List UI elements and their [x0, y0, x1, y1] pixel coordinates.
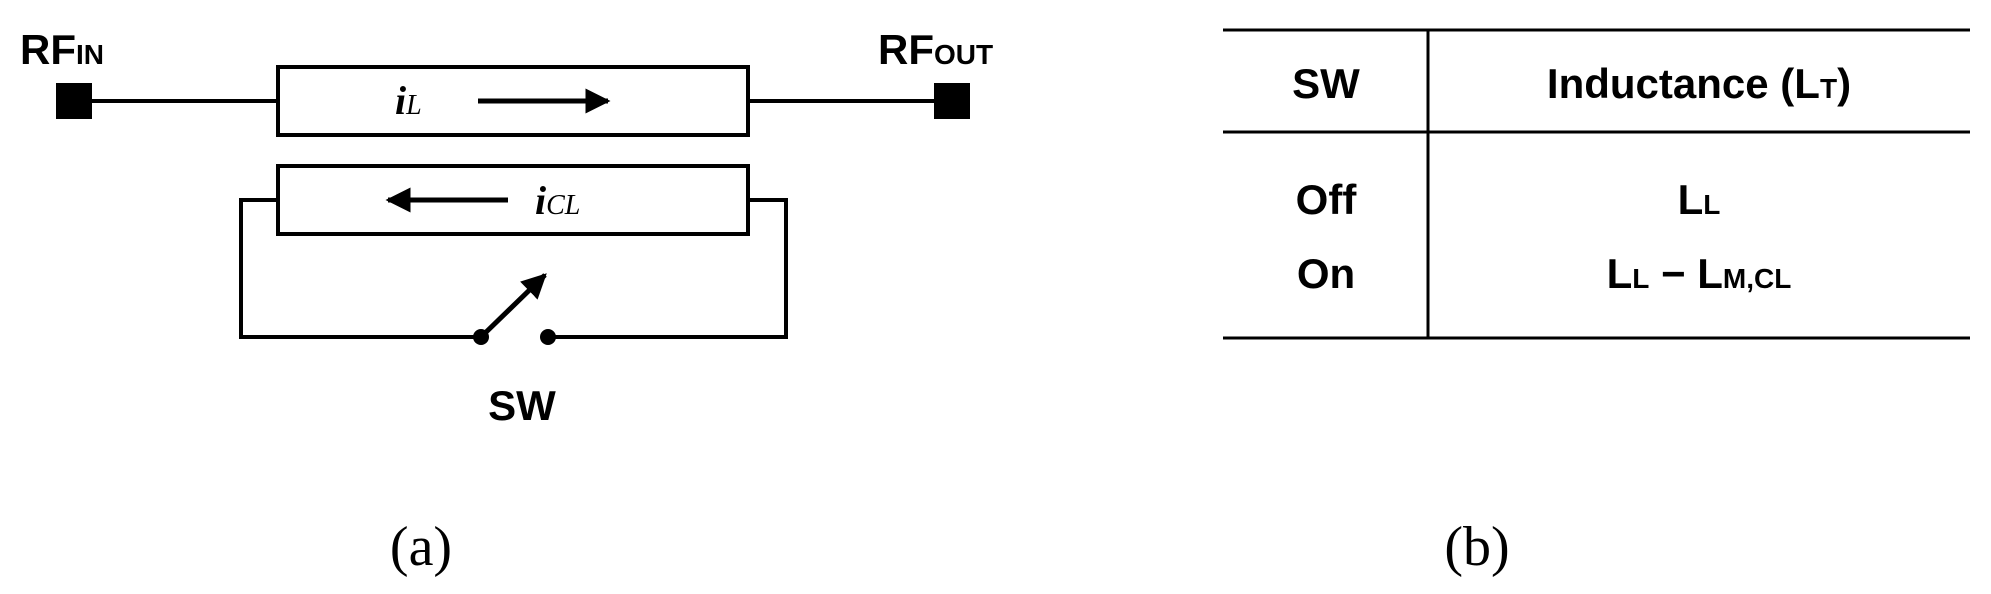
main-current-label: iL	[395, 78, 422, 123]
header-sw: SW	[1292, 60, 1360, 107]
switch-loop-left	[239, 198, 481, 339]
rf-out-port	[934, 83, 970, 119]
circuit-diagram: RFIN iL RFOUT iCL SW (a)	[20, 26, 993, 578]
inductance-table: SW Inductance (LT) Off LL On LL − LM,CL …	[1223, 28, 1970, 578]
row-off-inductance: LL	[1678, 176, 1721, 223]
header-inductance: Inductance (LT)	[1547, 60, 1851, 107]
coupled-inductor	[276, 164, 750, 236]
switch-blade	[479, 273, 547, 339]
caption-a: (a)	[390, 516, 452, 578]
row-on-inductance: LL − LM,CL	[1607, 250, 1792, 297]
coupled-current-label: iCL	[535, 178, 580, 223]
row-off-sw: Off	[1296, 176, 1358, 223]
switch-contact-right	[540, 329, 556, 345]
rf-in-port	[56, 83, 92, 119]
row-on-sw: On	[1297, 250, 1355, 297]
switch-label: SW	[488, 382, 556, 429]
rf-in-label: RFIN	[20, 26, 104, 73]
caption-b: (b)	[1444, 516, 1509, 578]
switch-loop-right	[548, 198, 788, 339]
rf-out-label: RFOUT	[878, 26, 993, 73]
